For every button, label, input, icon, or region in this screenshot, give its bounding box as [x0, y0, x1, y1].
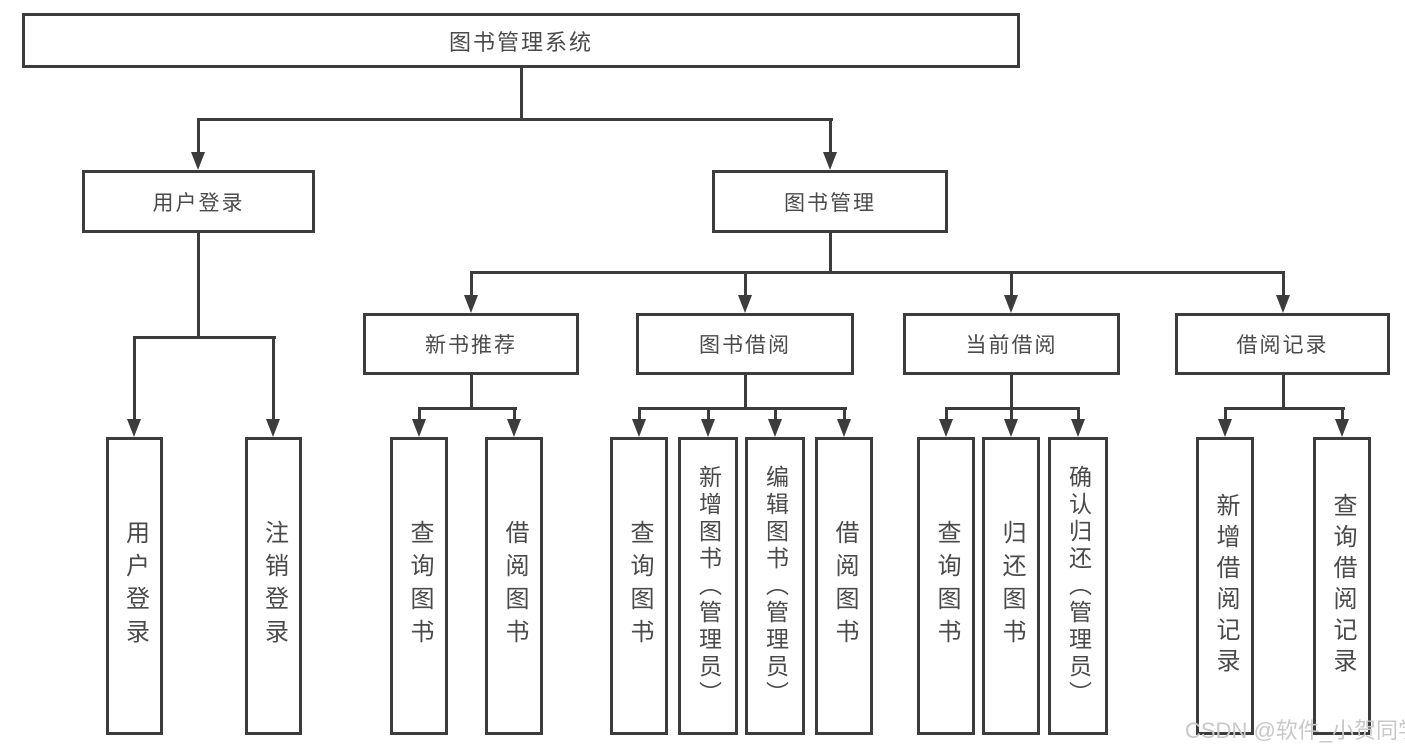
connector-line: [829, 118, 832, 154]
leaf-query-borrow-record: 查询借阅记录: [1313, 437, 1371, 735]
node-new-book-recommend: 新书推荐: [363, 313, 579, 375]
connector-arrowhead-icon: [1071, 419, 1085, 437]
connector-line: [418, 407, 517, 410]
node-label: 新书推荐: [425, 334, 517, 357]
connector-arrowhead-icon: [632, 419, 646, 437]
connector-arrowhead-icon: [127, 419, 141, 437]
node-label: 查询借阅记录: [1329, 493, 1356, 679]
connector-line: [945, 407, 948, 422]
node-label: 新增图书（管理员）: [695, 464, 722, 708]
leaf-return-book: 归还图书: [982, 437, 1040, 735]
connector-arrowhead-icon: [768, 419, 782, 437]
leaf-query-books-borrow: 查询图书: [610, 437, 668, 735]
connector-line: [197, 233, 200, 337]
connector-arrowhead-icon: [464, 295, 478, 313]
connector-line: [1010, 375, 1013, 408]
node-label: 新增借阅记录: [1212, 493, 1239, 679]
connector-line: [1010, 271, 1013, 298]
connector-line: [470, 271, 1285, 274]
connector-line: [513, 407, 516, 422]
connector-line: [1224, 407, 1345, 410]
node-label: 归还图书: [998, 520, 1025, 652]
node-book-borrow: 图书借阅: [636, 313, 854, 375]
node-label: 用户登录: [121, 520, 149, 652]
connector-arrowhead-icon: [266, 419, 280, 437]
connector-line: [774, 407, 777, 422]
connector-line: [470, 271, 473, 298]
leaf-borrow-books-recommend: 借阅图书: [485, 437, 543, 735]
leaf-edit-book-admin: 编辑图书（管理员）: [745, 437, 805, 735]
connector-arrowhead-icon: [939, 419, 953, 437]
csdn-watermark: CSDN @软件_小贺同学: [1185, 718, 1405, 743]
node-user-login: 用户登录: [82, 170, 315, 233]
connector-arrowhead-icon: [1218, 419, 1232, 437]
connector-line: [638, 407, 641, 422]
node-library-system: 图书管理系统: [22, 13, 1020, 68]
connector-line: [1010, 407, 1013, 422]
connector-line: [843, 407, 846, 422]
connector-line: [707, 407, 710, 422]
connector-arrowhead-icon: [412, 419, 426, 437]
node-label: 查询图书: [626, 520, 653, 652]
connector-arrowhead-icon: [1276, 295, 1290, 313]
node-label: 借阅图书: [831, 520, 858, 652]
connector-line: [133, 336, 136, 421]
node-label: 编辑图书（管理员）: [762, 464, 789, 708]
node-label: 注销登录: [260, 520, 288, 652]
connector-arrowhead-icon: [1004, 419, 1018, 437]
node-borrow-records: 借阅记录: [1175, 313, 1390, 375]
node-label: 图书管理系统: [448, 29, 593, 55]
connector-arrowhead-icon: [191, 152, 205, 170]
connector-line: [418, 407, 421, 422]
node-label: 确认归还（管理员）: [1065, 464, 1092, 708]
connector-arrowhead-icon: [1004, 295, 1018, 313]
connector-line: [1224, 407, 1227, 422]
leaf-query-books-current: 查询图书: [917, 437, 975, 735]
node-label: 图书借阅: [699, 334, 791, 357]
leaf-user-login: 用户登录: [106, 437, 163, 735]
connector-line: [272, 336, 275, 421]
node-label: 查询图书: [933, 520, 960, 652]
node-label: 借阅图书: [501, 520, 528, 652]
connector-arrowhead-icon: [738, 295, 752, 313]
connector-arrowhead-icon: [837, 419, 851, 437]
connector-line: [1282, 375, 1285, 408]
leaf-confirm-return-admin: 确认归还（管理员）: [1048, 437, 1108, 735]
connector-line: [197, 118, 200, 154]
leaf-logout: 注销登录: [245, 437, 302, 735]
leaf-add-book-admin: 新增图书（管理员）: [678, 437, 738, 735]
connector-line: [638, 407, 847, 410]
node-current-borrow: 当前借阅: [903, 313, 1120, 375]
connector-line: [744, 375, 747, 408]
connector-line: [1077, 407, 1080, 422]
connector-arrowhead-icon: [823, 152, 837, 170]
connector-line: [1282, 271, 1285, 298]
node-label: 查询图书: [406, 520, 433, 652]
node-book-management: 图书管理: [712, 170, 948, 233]
connector-line: [1341, 407, 1344, 422]
connector-line: [470, 375, 473, 408]
connector-line: [829, 233, 832, 272]
connector-arrowhead-icon: [1335, 419, 1349, 437]
node-label: 用户登录: [152, 191, 245, 215]
node-label: 当前借阅: [965, 334, 1058, 357]
connector-line: [197, 118, 833, 121]
leaf-query-books-recommend: 查询图书: [390, 437, 448, 735]
connector-line: [133, 336, 276, 339]
node-label: 借阅记录: [1236, 334, 1329, 357]
connector-line: [520, 68, 523, 119]
connector-arrowhead-icon: [701, 419, 715, 437]
node-label: 图书管理: [784, 191, 876, 215]
connector-line: [744, 271, 747, 298]
leaf-borrow-books: 借阅图书: [815, 437, 873, 735]
connector-arrowhead-icon: [507, 419, 521, 437]
leaf-add-borrow-record: 新增借阅记录: [1196, 437, 1254, 735]
